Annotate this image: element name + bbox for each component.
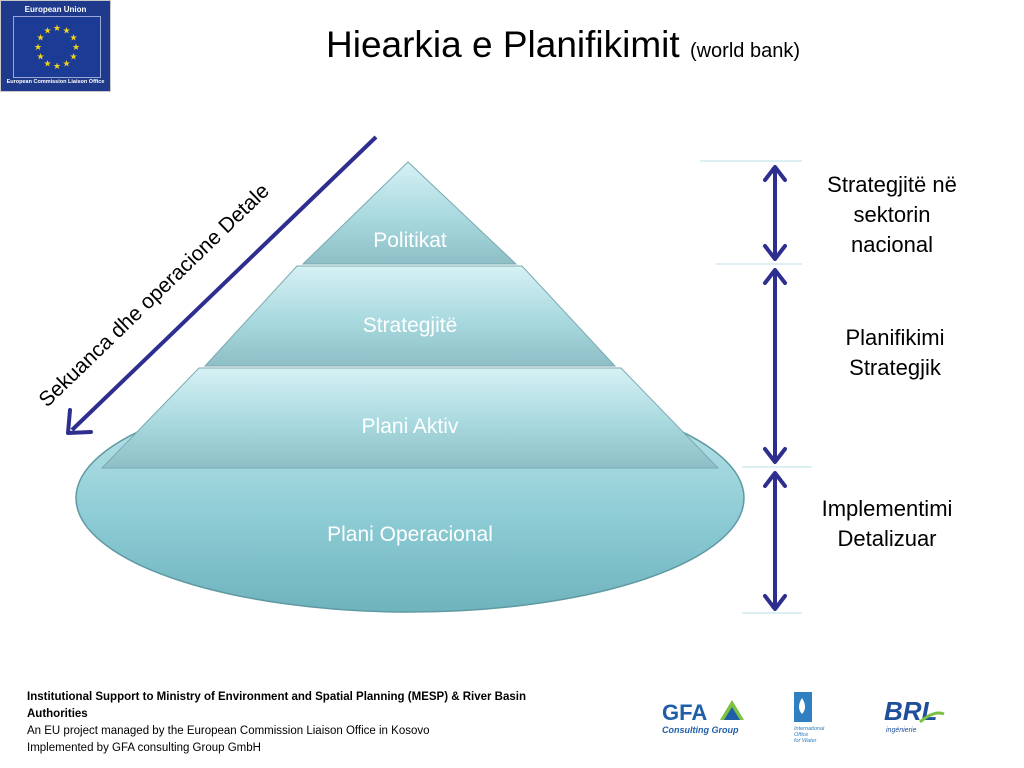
side-label-planifikimi: Planifikimi Strategjik — [800, 323, 990, 383]
eu-star-icon: ★ — [53, 24, 61, 34]
page-title-main: Hiearkia e Planifikimit — [326, 24, 680, 65]
tier-strategjite — [203, 265, 617, 367]
eu-star-icon: ★ — [43, 27, 51, 37]
label-politikat: Politikat — [373, 229, 447, 252]
side-label-line: nacional — [851, 232, 933, 257]
eu-logo: European Union ★★★★★★★★★★★★ European Com… — [0, 0, 111, 92]
eu-star-icon: ★ — [43, 60, 51, 70]
eu-logo-bottom-text: European Commission Liaison Office — [6, 79, 105, 85]
double-arrow-strategjite-icon — [763, 165, 787, 261]
label-strategjite: Strategjitë — [363, 314, 458, 337]
eu-star-icon: ★ — [34, 43, 42, 53]
eu-star-icon: ★ — [62, 60, 70, 70]
footer-line3: Implemented by GFA consulting Group GmbH — [27, 742, 261, 754]
side-label-strategjite: Strategjitë në sektorin nacional — [797, 170, 987, 260]
footer-line1: Institutional Support to Ministry of Env… — [27, 691, 527, 720]
svg-text:Consulting Group: Consulting Group — [662, 725, 739, 735]
international-office-for-water-logo: International Office for Water — [794, 692, 825, 744]
eu-star-icon: ★ — [53, 62, 61, 72]
eu-flag-icon: ★★★★★★★★★★★★ — [13, 16, 101, 78]
label-plani-operacional: Plani Operacional — [327, 523, 493, 546]
eu-star-icon: ★ — [69, 34, 77, 44]
side-label-line: Detalizuar — [837, 526, 937, 551]
label-plani-aktiv: Plani Aktiv — [362, 415, 459, 438]
eu-stars-icon: ★★★★★★★★★★★★ — [34, 24, 80, 72]
svg-text:International: International — [794, 726, 825, 732]
double-arrow-planifikimi-icon — [763, 268, 787, 464]
diagonal-arrow-head-icon — [66, 408, 93, 435]
eu-logo-top-text: European Union — [24, 5, 87, 14]
gfa-logo: GFA Consulting Group — [662, 700, 744, 735]
tier-plani-aktiv — [100, 367, 720, 469]
footer: Institutional Support to Ministry of Env… — [27, 689, 567, 757]
eu-star-icon: ★ — [36, 53, 44, 63]
eu-star-icon: ★ — [69, 53, 77, 63]
brl-logo: BRL ingénierie — [884, 696, 945, 734]
eu-star-icon: ★ — [36, 34, 44, 44]
page-title-sub: (world bank) — [689, 40, 800, 62]
eu-star-icon: ★ — [72, 43, 80, 53]
side-label-line: Strategjik — [849, 355, 941, 380]
svg-text:for Water: for Water — [794, 738, 818, 744]
page-title: Hiearkia e Planifikimit (world bank) — [326, 24, 800, 66]
side-label-implementimi: Implementimi Detalizuar — [792, 494, 982, 554]
side-label-line: Strategjitë në — [827, 172, 957, 197]
svg-text:ingénierie: ingénierie — [886, 727, 916, 734]
svg-text:BRL: BRL — [884, 696, 937, 726]
side-label-line: Implementimi — [821, 496, 953, 521]
tier-politikat — [301, 161, 518, 265]
double-arrow-implementimi-icon — [763, 471, 787, 611]
diagonal-arrow-line — [70, 135, 378, 432]
svg-text:GFA: GFA — [662, 700, 707, 725]
footer-line2: An EU project managed by the European Co… — [27, 725, 430, 737]
side-label-line: sektorin — [853, 202, 931, 227]
svg-text:Office: Office — [794, 732, 808, 738]
eu-star-icon: ★ — [62, 27, 70, 37]
side-label-line: Planifikimi — [845, 325, 945, 350]
